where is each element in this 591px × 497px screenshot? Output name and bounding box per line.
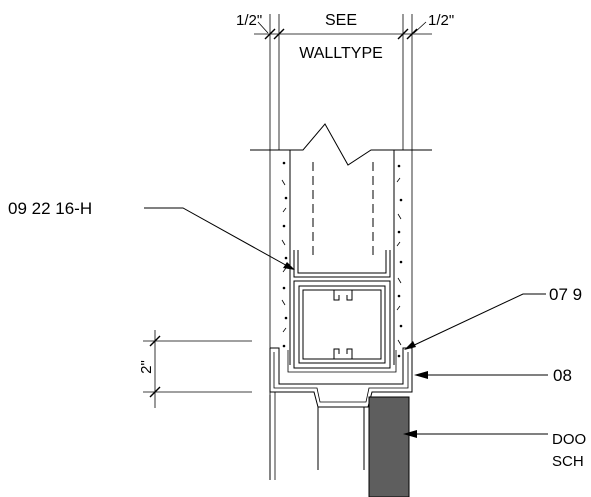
callout-door: DOO SCH [403,430,586,470]
top-dimension: 1/2" SEE WALLTYPE 1/2" [236,12,454,480]
arrowhead [283,262,295,270]
break-line [250,123,432,166]
wall-section [250,123,432,365]
dimension-tick [264,28,276,40]
door-frame-head [269,347,413,480]
sealant-callout-label: 07 9 [549,285,582,304]
arrowhead [414,371,428,379]
wall-thickness-label-line1: SEE [325,12,357,29]
gypsum-leader [144,207,292,269]
dimension-tick [273,28,285,40]
callout-gypsum: 09 22 16-H [8,199,295,270]
frame-profile-inner [273,352,409,403]
steel-tube-outer [293,280,391,369]
dimension-tick [149,386,161,398]
dimension-tick [149,335,161,347]
frame-profile-outer [269,347,413,408]
wall-thickness-label-line2: WALLTYPE [299,45,383,62]
callout-frame: 08 [414,366,572,385]
stud-box [302,289,382,360]
arrowhead [403,430,417,438]
vertical-dimension-label: 2" [138,360,155,374]
gypsum-hatch-right [396,164,403,358]
runner-channel-inner [297,250,387,274]
left-offset-label: 1/2" [236,12,262,29]
frame-callout-label: 08 [553,366,572,385]
dimension-tick [406,28,418,40]
right-offset-leader [413,21,427,34]
dimension-tick [397,28,409,40]
door-callout-label-line2: SCH [552,453,584,470]
door-callout-label-line1: DOO [552,431,586,448]
steel-tube-inner [298,285,386,364]
sealant-bead [287,350,397,373]
left-offset-leader [257,21,269,34]
callout-sealant: 07 9 [404,285,582,350]
arrowhead [404,341,416,350]
sealant-leader [407,293,546,349]
stud-lip-bottom [333,348,353,359]
steel-framing [287,250,397,373]
door-leaf [368,396,410,497]
vertical-dimension: 2" [138,330,252,408]
right-offset-label: 1/2" [428,12,454,29]
stud-lip-top [333,290,353,301]
runner-channel-outer [293,250,391,278]
gypsum-hatch-left [281,161,288,348]
gypsum-callout-label: 09 22 16-H [8,199,92,218]
